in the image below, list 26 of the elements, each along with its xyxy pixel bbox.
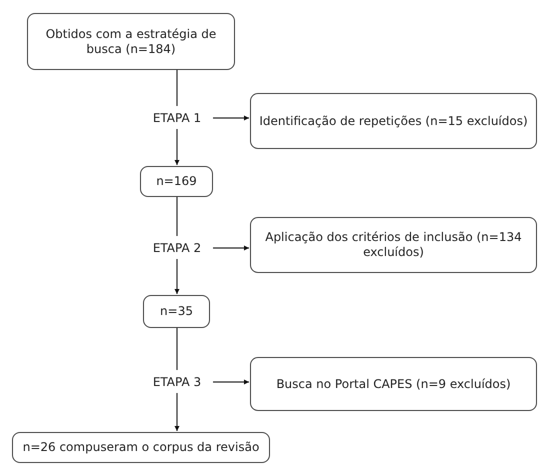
process-box [140, 166, 213, 197]
step-label: ETAPA 2 [152, 240, 202, 256]
arrow [174, 259, 180, 294]
process-box [250, 93, 537, 149]
arrow [174, 129, 180, 165]
box-text: Aplicação dos critérios de inclusão (n=134 excluídos) [264, 230, 523, 260]
box-text: n=35 [160, 304, 193, 319]
connector-line [176, 197, 178, 236]
box-text: Obtidos com a estratégia de busca (n=184) [44, 26, 218, 56]
box-text: Busca no Portal CAPES (n=9 excluídos) [276, 376, 511, 392]
process-box [12, 432, 270, 463]
box-text: Identificação de repetições (n=15 excluídos) [259, 114, 528, 128]
connector-line [176, 70, 178, 106]
arrow [174, 393, 180, 431]
process-box [250, 357, 537, 411]
arrow [213, 246, 249, 250]
box-text: n=26 compuseram o corpus da revisão [22, 440, 260, 455]
connector-line [176, 328, 178, 370]
arrow [213, 380, 249, 384]
process-box [143, 295, 210, 328]
box-text: n=169 [156, 174, 197, 189]
step-label: ETAPA 1 [152, 110, 202, 126]
step-label: ETAPA 3 [152, 374, 202, 390]
arrow [213, 116, 249, 120]
process-box [250, 217, 537, 273]
process-box [27, 13, 235, 70]
